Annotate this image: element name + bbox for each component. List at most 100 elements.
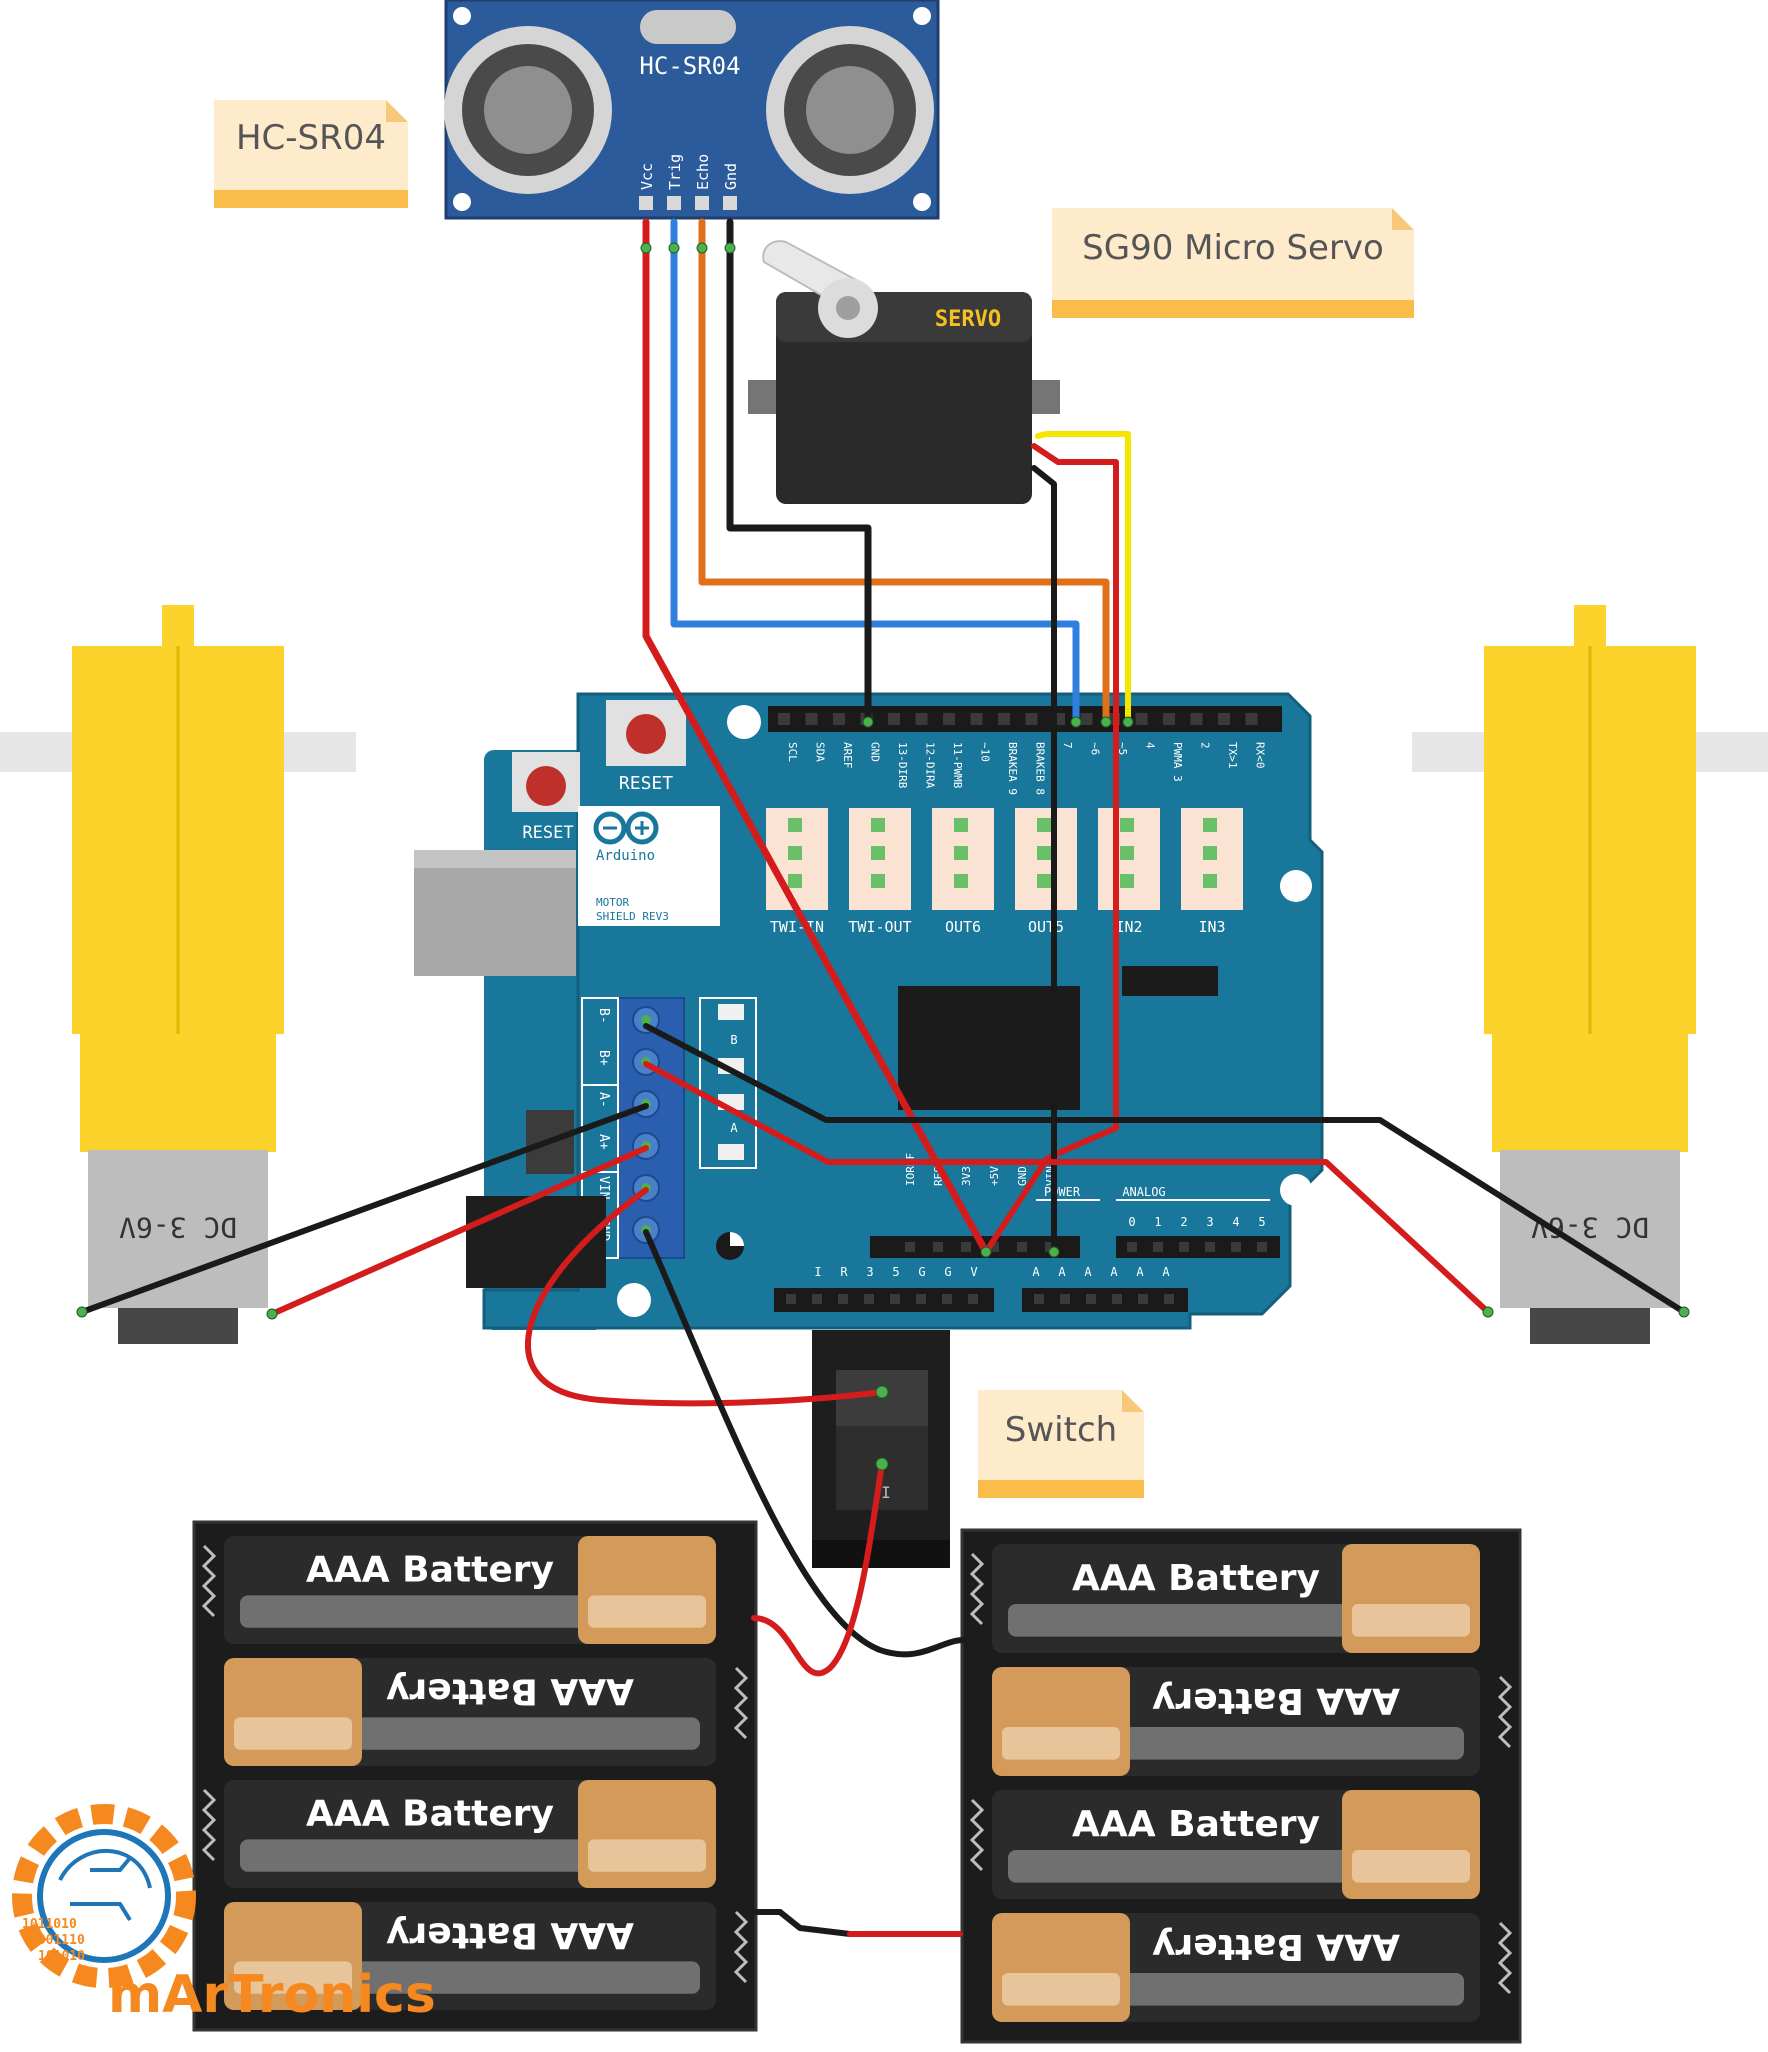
sg90-servo: SERVO (748, 240, 1060, 504)
battery-label: AAA Battery (1072, 1558, 1320, 1599)
connector-label: TWI-OUT (848, 918, 911, 936)
header-pin (1025, 713, 1038, 725)
logo-binary-3: 101010 (38, 1949, 85, 1964)
terminal-label: VIN (596, 1176, 611, 1199)
header-pin (943, 713, 955, 725)
power-pin-label: 3V3 (960, 1166, 973, 1186)
terminal-label: A+ (596, 1134, 611, 1150)
wire-motor-right-black (643, 1023, 1687, 1315)
header-pin-label: BRAKEA 9 (1006, 742, 1019, 795)
reset-label-arduino: RESET (522, 823, 573, 843)
header-pin-label: ~5 (1116, 742, 1129, 755)
terminal-label: A- (596, 1092, 611, 1108)
header-pin-label: PWMA 3 (1171, 742, 1184, 782)
header-pin (915, 713, 928, 725)
battery-label: AAA Battery (306, 1549, 554, 1590)
martronics-logo: 1011010 1001110 101010 mArTronics (12, 1804, 436, 2025)
sensor-pin (667, 196, 681, 210)
header-pin-label: 4 (1144, 742, 1157, 749)
wire-sensor-echo-orange (698, 218, 1110, 726)
arduino-logo-icon (593, 811, 659, 845)
header-pin (805, 713, 818, 725)
shield-model-2: SHIELD REV3 (596, 910, 669, 923)
analog-pin-label: 5 (1258, 1215, 1265, 1229)
header-pin-label: SDA (814, 742, 827, 762)
header-pin (833, 713, 845, 725)
bottom-pin-label: G (918, 1265, 925, 1279)
note-servo: SG90 Micro Servo (1052, 208, 1414, 318)
sensor-pin-label: Trig (666, 154, 684, 190)
battery-label: AAA Battery (1152, 1680, 1400, 1721)
ic-chip-large (898, 986, 1080, 1110)
sensor-pin-label: Gnd (722, 163, 740, 190)
logo-binary-1: 1011010 (22, 1917, 77, 1932)
reset-label-shield: RESET (619, 773, 673, 794)
analog-pin-label: 1 (1154, 1215, 1161, 1229)
header-pin-label: GND (869, 742, 882, 762)
transducer-left (444, 26, 612, 194)
sensor-pin-label: Echo (694, 154, 712, 190)
analog-pin-label: 3 (1206, 1215, 1213, 1229)
note-switch-text: Switch (1004, 1410, 1118, 1450)
header-pin (970, 713, 983, 725)
header-pin (778, 713, 790, 725)
battery-label: AAA Battery (1072, 1804, 1320, 1845)
wire-battery-series (751, 1909, 963, 1937)
rocker-switch[interactable]: I (812, 1330, 950, 1568)
reset-button-arduino[interactable] (512, 752, 580, 812)
sensor-pin (723, 196, 737, 210)
power-pin-label: IOREF (904, 1153, 917, 1186)
connector-label: IN3 (1198, 918, 1225, 936)
analog-pin-label: 2 (1180, 1215, 1187, 1229)
logo-wordmark: mArTronics (108, 1965, 436, 2025)
header-pin-label: AREF (841, 742, 854, 769)
power-pin-label: GND (1016, 1166, 1029, 1186)
bottom-pin-label: V (970, 1265, 977, 1279)
header-pin-label: ~6 (1089, 742, 1102, 755)
wires (76, 218, 1690, 1937)
sensor-pin (639, 196, 653, 210)
wire-vin-red (525, 1187, 885, 1407)
wire-sensor-vcc-red (642, 218, 990, 1256)
bottom-pin-label: I (814, 1265, 821, 1279)
analog-header-label: ANALOG (1122, 1185, 1165, 1199)
note-servo-text: SG90 Micro Servo (1082, 228, 1384, 268)
battery-label: AAA Battery (1152, 1926, 1400, 1967)
bottom-pin-label: 3 (866, 1265, 873, 1279)
wire-switch-to-battery-red (751, 1461, 885, 1677)
header-pin (1245, 713, 1258, 725)
header-pin-label: 13-DIRB (896, 742, 909, 789)
bottom-right-pin-label: A (1058, 1265, 1066, 1279)
header-pin-label: ~10 (979, 742, 992, 762)
header-pin-label: TX>1 (1226, 742, 1239, 769)
gear-icon (12, 1804, 196, 1988)
led-label-b: B (730, 1033, 737, 1047)
connector-label: IN2 (1115, 918, 1142, 936)
battery-label: AAA Battery (386, 1670, 634, 1711)
header-pin-label: SCL (786, 742, 799, 762)
sensor-pin-label: Vcc (638, 163, 656, 190)
logo-binary-2: 1001110 (30, 1933, 85, 1948)
wire-motor-left-red (269, 1145, 649, 1317)
arduino-brand: Arduino (596, 848, 655, 864)
header-pin-label: 2 (1199, 742, 1212, 749)
bottom-pin-label: R (840, 1265, 848, 1279)
shield-model-1: MOTOR (596, 896, 629, 909)
wire-servo-gnd-black (1031, 465, 1057, 1255)
wire-gnd-black (643, 1229, 967, 1658)
note-hc-sr04-text: HC-SR04 (235, 118, 387, 158)
analog-pin-label: 0 (1128, 1215, 1135, 1229)
usb-port (414, 850, 576, 976)
header-pin (1163, 713, 1175, 725)
header-pin (998, 713, 1010, 725)
led-label-a: A (730, 1121, 738, 1135)
motor-right: DC 3-6V (1412, 605, 1768, 1344)
reset-button-shield[interactable] (606, 700, 686, 766)
header-pin-label: BRAKEB 8 (1034, 742, 1047, 795)
switch-on-mark: I (881, 1483, 891, 1502)
